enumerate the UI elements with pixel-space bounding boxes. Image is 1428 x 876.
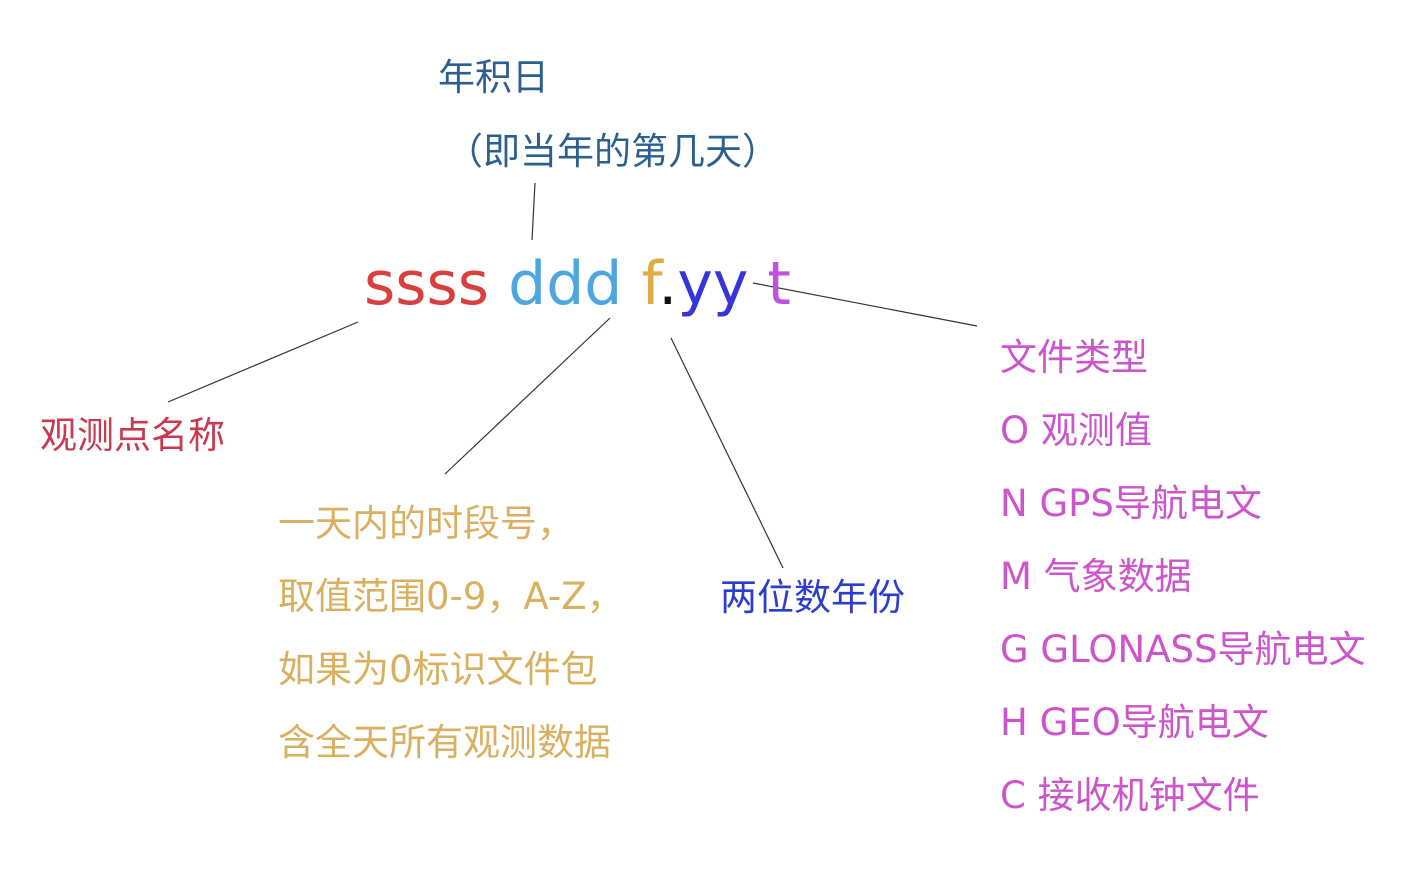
type-item: N GPS导航电文 — [1000, 482, 1262, 525]
year-label: 两位数年份 — [720, 576, 905, 619]
doy-title: 年积日 — [438, 56, 549, 99]
type-item: M 气象数据 — [1000, 555, 1192, 598]
session-line: 如果为0标识文件包 — [278, 648, 598, 691]
session-line: 一天内的时段号， — [278, 502, 574, 545]
connector-session — [444, 317, 611, 475]
connector-type — [752, 282, 978, 327]
format-type: t — [767, 249, 791, 319]
format-dot: . — [658, 249, 678, 319]
connector-doy — [531, 182, 536, 241]
connector-station — [167, 321, 359, 403]
session-line: 取值范围0-9，A-Z， — [278, 575, 624, 618]
type-item: H GEO导航电文 — [1000, 701, 1269, 744]
type-label: 文件类型 O 观测值 N GPS导航电文 M 气象数据 G GLONASS导航电… — [1000, 336, 1365, 847]
format-year: yy — [677, 249, 749, 319]
connector-year — [670, 337, 784, 569]
filename-format: ssss ddd f.yy t — [364, 248, 791, 320]
format-doy: ddd — [508, 249, 623, 319]
type-title: 文件类型 — [1000, 336, 1148, 379]
session-line: 含全天所有观测数据 — [278, 721, 611, 764]
doy-note: （即当年的第几天） — [446, 130, 779, 173]
type-item: C 接收机钟文件 — [1000, 774, 1260, 817]
session-label: 一天内的时段号， 取值范围0-9，A-Z， 如果为0标识文件包 含全天所有观测数… — [278, 502, 624, 794]
format-station: ssss — [364, 249, 490, 319]
type-item: G GLONASS导航电文 — [1000, 628, 1366, 671]
station-label: 观测点名称 — [40, 414, 225, 457]
type-item: O 观测值 — [1000, 409, 1152, 452]
format-session: f — [641, 249, 659, 319]
